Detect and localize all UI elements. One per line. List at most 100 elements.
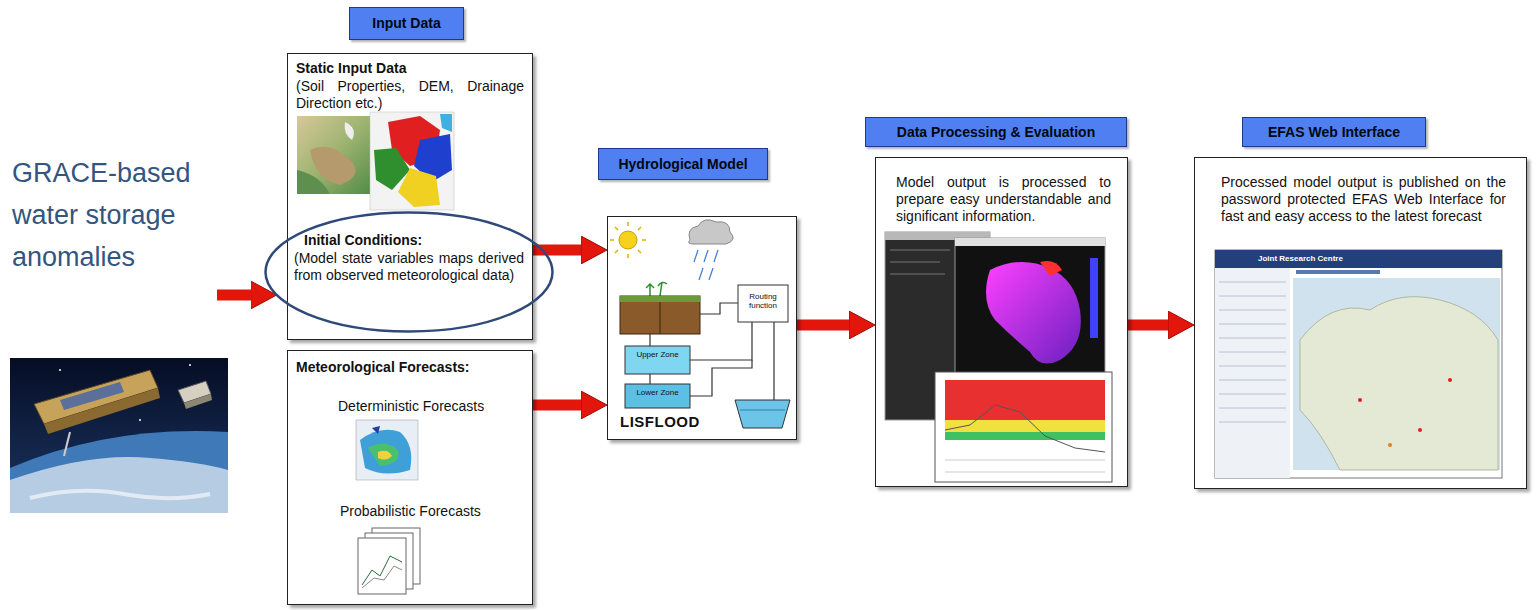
section-header: Data Processing & Evaluation — [865, 117, 1127, 147]
web-interface-screenshot — [1215, 250, 1502, 478]
web-interface-screenshot — [1219, 310, 1286, 311]
satellite-picture — [10, 358, 228, 513]
flow-arrow — [797, 320, 851, 331]
node-heading: Model output is processed to prepare eas… — [896, 174, 1111, 225]
forecast-map — [356, 420, 418, 480]
lisflood-schematic — [738, 285, 788, 322]
satellite-picture — [60, 382, 124, 410]
part-label: Routing function — [741, 292, 785, 310]
node-heading: LISFLOOD — [620, 413, 740, 430]
processing-screenshots — [1040, 261, 1062, 276]
processing-screenshots — [890, 274, 945, 275]
processing-screenshots — [890, 262, 940, 263]
satellite-picture — [64, 432, 70, 456]
processing-screenshots — [1090, 258, 1098, 338]
node-heading: Data Processing & Evaluation — [897, 124, 1095, 141]
node-text: (Soil Properties, DEM, Drainage Directio… — [296, 78, 524, 112]
web-interface-screenshot — [1296, 270, 1380, 274]
web-interface-screenshot — [1219, 408, 1286, 409]
section-header: Input Data — [349, 7, 464, 40]
process-box: Model output is processed to prepare eas… — [875, 157, 1128, 487]
dem-map — [297, 170, 330, 194]
drainage-map — [398, 168, 440, 207]
processing-screenshots — [945, 420, 1105, 432]
processing-screenshots — [945, 460, 1105, 461]
highlight-ellipse: Initial Conditions:(Model state variable… — [264, 211, 554, 333]
node-heading: Input Data — [372, 15, 440, 32]
processing-screenshots — [986, 262, 1081, 364]
forecast-map — [360, 430, 411, 474]
ensemble-pages — [358, 538, 406, 594]
part-label: Joint Research Centre — [1258, 254, 1388, 263]
section-header: EFAS Web Interface — [1242, 117, 1426, 147]
web-interface-screenshot — [1219, 324, 1286, 325]
processing-screenshots — [935, 372, 1112, 482]
node-heading: Hydrological Model — [618, 156, 747, 173]
part-label: Upper Zone — [627, 350, 688, 359]
process-box: Processed model output is published on t… — [1194, 157, 1527, 489]
lisflood-schematic — [740, 410, 785, 411]
ensemble-pages — [362, 566, 402, 588]
web-interface-screenshot — [1418, 428, 1422, 432]
node-text: Probabilistic Forecasts — [340, 503, 520, 520]
node-heading: EFAS Web Interface — [1268, 124, 1400, 141]
processing-screenshots — [945, 432, 1105, 440]
node-text: (Model state variables maps derived from… — [294, 250, 524, 284]
lisflood-schematic — [610, 222, 646, 258]
forecast-map — [372, 426, 380, 434]
web-interface-screenshot — [1219, 394, 1286, 395]
web-interface-screenshot — [1358, 398, 1362, 402]
lisflood-schematic — [625, 384, 690, 408]
input-panel: Static Input Data(Soil Properties, DEM, … — [287, 53, 533, 340]
dem-map — [297, 116, 373, 194]
lisflood-schematic — [620, 296, 700, 334]
satellite-picture — [10, 457, 228, 513]
web-interface-screenshot — [1388, 443, 1392, 447]
section-header: Hydrological Model — [598, 148, 768, 180]
satellite-picture — [184, 394, 212, 409]
flow-arrow — [533, 400, 583, 411]
lisflood-schematic — [773, 322, 774, 400]
flow-arrow — [217, 290, 253, 301]
ellipse-outline — [266, 213, 553, 332]
web-interface-screenshot — [1300, 297, 1498, 470]
drainage-map — [440, 114, 452, 132]
lisflood-schematic — [690, 360, 752, 396]
lisflood-schematic — [649, 374, 650, 384]
web-interface-screenshot — [1219, 352, 1286, 353]
processing-screenshots — [945, 472, 1105, 473]
satellite-picture — [30, 491, 210, 499]
processing-screenshots — [885, 232, 1112, 482]
web-interface-screenshot — [1215, 268, 1290, 478]
flow-arrow — [533, 245, 583, 256]
processing-screenshots — [890, 250, 950, 251]
input-source: GRACE-based water storage anomalies — [12, 148, 217, 323]
part-label: Lower Zone — [627, 388, 688, 397]
forecast-map — [356, 420, 418, 480]
forecast-map — [378, 451, 392, 460]
dem-map — [297, 116, 373, 194]
model-box: LISFLOOD — [607, 216, 797, 440]
lisflood-schematic — [646, 282, 667, 296]
drainage-map — [370, 112, 454, 210]
web-interface-screenshot — [1448, 378, 1452, 382]
ensemble-pages — [362, 556, 402, 585]
input-panel: Meteorological Forecasts:Deterministic F… — [287, 350, 533, 605]
lisflood-schematic — [625, 346, 690, 374]
web-interface-screenshot — [1219, 296, 1286, 297]
satellite-picture — [139, 419, 141, 421]
web-interface-screenshot — [1219, 380, 1286, 381]
web-interface-screenshot — [1215, 250, 1502, 478]
web-interface-screenshot — [1293, 278, 1500, 470]
lisflood-schematic — [649, 334, 650, 346]
processing-screenshots — [955, 238, 1105, 246]
lisflood-schematic — [689, 220, 734, 244]
dem-map — [345, 122, 354, 140]
node-heading: Processed model output is published on t… — [1221, 174, 1506, 225]
lisflood-schematic — [735, 400, 790, 428]
lisflood-schematic — [700, 303, 738, 314]
lisflood-schematic — [694, 250, 718, 280]
processing-screenshots — [945, 405, 1105, 452]
web-interface-screenshot — [1219, 338, 1286, 339]
